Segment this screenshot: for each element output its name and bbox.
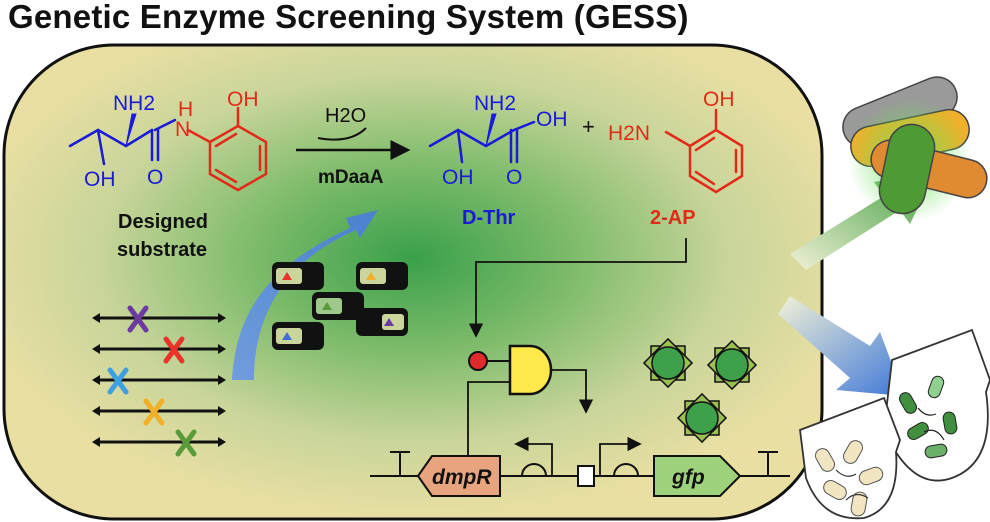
substrate-structure bbox=[68, 106, 268, 192]
terminator-right bbox=[758, 451, 778, 476]
dthr-nh2: NH2 bbox=[474, 92, 516, 115]
tube-pale-cells bbox=[799, 396, 901, 520]
gfp-protein-3 bbox=[676, 392, 728, 444]
gate-feedback-line bbox=[467, 381, 510, 456]
mutation-x-5 bbox=[175, 429, 197, 457]
rbs-left bbox=[521, 463, 547, 477]
cell-body bbox=[2, 43, 824, 521]
dmpr-gene bbox=[416, 455, 501, 497]
gate-output-line bbox=[551, 369, 594, 414]
2ap-label: 2-AP bbox=[650, 207, 696, 229]
substrate-h: H bbox=[178, 98, 193, 121]
sorted-cell-cluster bbox=[842, 76, 988, 222]
dthr-o: O bbox=[506, 166, 522, 189]
enzyme-variant-3 bbox=[312, 292, 364, 320]
figure-title: Genetic Enzyme Screening System (GESS) bbox=[8, 0, 689, 35]
dthr-label: D-Thr bbox=[462, 207, 516, 229]
dthr-oh: OH bbox=[536, 108, 568, 131]
mutation-x-4 bbox=[143, 398, 165, 426]
enzyme-label: mDaaA bbox=[318, 167, 384, 188]
gfp-label: gfp bbox=[671, 466, 705, 489]
2ap-h2n: H2N bbox=[608, 122, 650, 145]
substrate-o: O bbox=[147, 166, 163, 189]
mutation-x-2 bbox=[163, 336, 185, 364]
mutation-x-3 bbox=[107, 367, 129, 395]
terminator-left bbox=[390, 451, 410, 476]
enzyme-variants bbox=[272, 262, 408, 350]
substrate-oh-side: OH bbox=[84, 168, 116, 191]
promoter-right bbox=[599, 436, 642, 476]
enzyme-variant-4 bbox=[272, 322, 324, 350]
mutation-x-1 bbox=[127, 305, 149, 333]
substrate-n: N bbox=[175, 118, 190, 141]
substrate-label-2: substrate bbox=[117, 239, 207, 261]
plus-sign: + bbox=[582, 114, 595, 139]
dmpr-gate bbox=[508, 344, 553, 396]
dthr-oh-side: OH bbox=[442, 166, 474, 189]
gfp-protein-2 bbox=[706, 339, 758, 391]
substrate-nh2: NH2 bbox=[113, 92, 155, 115]
enzyme-variant-1 bbox=[272, 262, 324, 290]
enzyme-variant-5 bbox=[356, 308, 408, 336]
gfp-protein-1 bbox=[642, 337, 694, 389]
inducer-dot bbox=[468, 351, 488, 371]
promoter-left bbox=[514, 436, 553, 476]
water-label: H2O bbox=[325, 105, 366, 127]
gfp-proteins bbox=[642, 337, 758, 444]
mutant-library bbox=[92, 305, 226, 457]
enzyme-variant-2 bbox=[356, 262, 408, 290]
library-to-enzyme-arrow bbox=[232, 210, 378, 380]
dmpr-label: dmpR bbox=[432, 466, 492, 489]
gfp-gene bbox=[653, 455, 742, 497]
substrate-oh-top: OH bbox=[227, 88, 259, 111]
negative-selection-arrow bbox=[778, 296, 904, 396]
2ap-oh: OH bbox=[703, 88, 735, 111]
tube-green-cells bbox=[883, 328, 990, 482]
2ap-structure bbox=[664, 108, 744, 194]
water-arc bbox=[317, 127, 367, 141]
signal-line bbox=[468, 238, 687, 338]
operator-box bbox=[577, 465, 595, 487]
rbs-right bbox=[613, 463, 639, 477]
dthr-structure bbox=[428, 113, 536, 164]
substrate-label-1: Designed bbox=[118, 211, 208, 233]
